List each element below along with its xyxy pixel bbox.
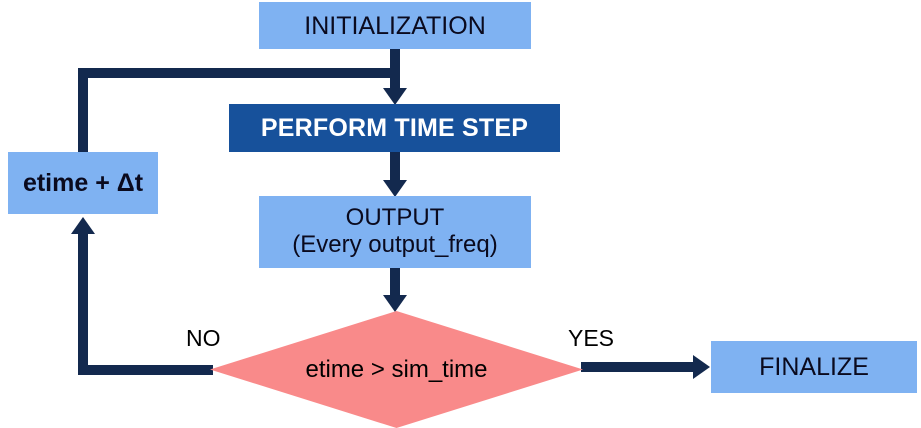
edge-decision-yes-horizontal bbox=[581, 362, 695, 372]
node-perform-time-step[interactable]: PERFORM TIME STEP bbox=[229, 104, 560, 152]
edge-perform-to-output-stem bbox=[390, 152, 400, 184]
node-output[interactable]: OUTPUT (Every output_freq) bbox=[259, 196, 531, 268]
edge-decision-no-riser bbox=[78, 234, 88, 370]
node-etime-increment[interactable]: etime + Δt bbox=[8, 152, 158, 214]
node-finalize[interactable]: FINALIZE bbox=[711, 341, 917, 393]
edge-decision-yes-arrowhead bbox=[693, 355, 710, 379]
edge-label-yes: YES bbox=[568, 325, 615, 351]
edge-etime-to-perform-riser bbox=[78, 68, 88, 156]
edge-perform-to-output-arrowhead bbox=[383, 180, 407, 197]
decision-label: etime > sim_time bbox=[305, 355, 488, 383]
edge-etime-to-perform-horizontal bbox=[78, 68, 396, 78]
edge-initialization-to-perform-arrowhead bbox=[383, 88, 407, 105]
edge-decision-no-horizontal bbox=[78, 365, 213, 375]
node-initialization[interactable]: INITIALIZATION bbox=[259, 2, 531, 49]
edge-decision-no-arrowhead bbox=[71, 217, 95, 234]
edge-label-no: NO bbox=[186, 325, 221, 351]
edge-output-to-decision-stem bbox=[390, 268, 400, 298]
edge-output-to-decision-arrowhead bbox=[383, 295, 407, 312]
node-decision-etime-gt-sim-time[interactable]: etime > sim_time bbox=[210, 311, 583, 428]
